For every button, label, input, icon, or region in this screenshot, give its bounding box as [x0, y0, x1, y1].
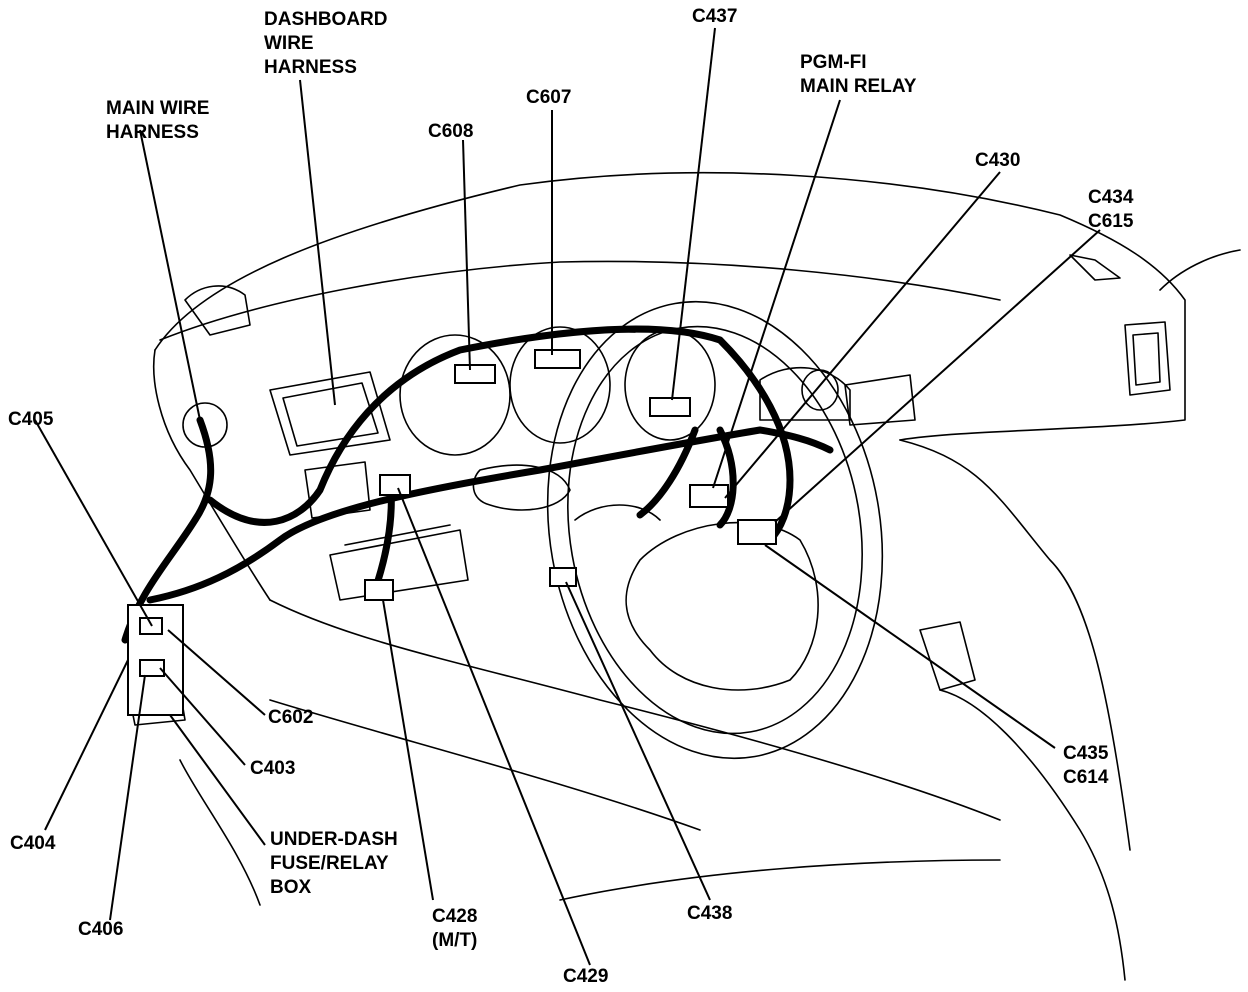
connector-pgm-fi-main-relay	[689, 484, 729, 508]
connector-c403	[139, 659, 165, 677]
wire-harness-bundles	[121, 325, 834, 644]
connector-c435-c614	[737, 519, 777, 545]
label-c430: C430	[975, 150, 1021, 171]
connectors	[127, 349, 777, 716]
label-c602: C602	[268, 707, 314, 728]
connector-c607	[534, 349, 581, 369]
label-c405: C405	[8, 409, 54, 430]
label-c428-mt: C428 (M/T)	[432, 906, 478, 951]
connector-c438	[549, 567, 577, 587]
label-c437: C437	[692, 6, 738, 27]
label-c607: C607	[526, 87, 572, 108]
label-c403: C403	[250, 758, 296, 779]
label-c429: C429	[563, 966, 609, 987]
connector-c428	[364, 579, 394, 601]
leader-lines	[34, 27, 1101, 966]
connector-c437	[649, 397, 691, 417]
label-under-dash-fuse-relay-box: UNDER-DASH FUSE/RELAY BOX	[270, 829, 398, 898]
connector-c429	[379, 474, 411, 496]
label-c406: C406	[78, 919, 124, 940]
label-c404: C404	[10, 833, 56, 854]
label-main-wire-harness: MAIN WIRE HARNESS	[106, 98, 210, 143]
label-c438: C438	[687, 903, 733, 924]
label-pgm-fi-main-relay: PGM-FI MAIN RELAY	[800, 52, 917, 97]
label-c434-c615: C434 C615	[1088, 187, 1134, 232]
connector-c608	[454, 364, 496, 384]
dashboard-outline	[129, 171, 1241, 981]
label-c608: C608	[428, 121, 474, 142]
label-c435-c614: C435 C614	[1063, 743, 1109, 788]
label-dashboard-wire-harness: DASHBOARD WIRE HARNESS	[264, 9, 388, 78]
